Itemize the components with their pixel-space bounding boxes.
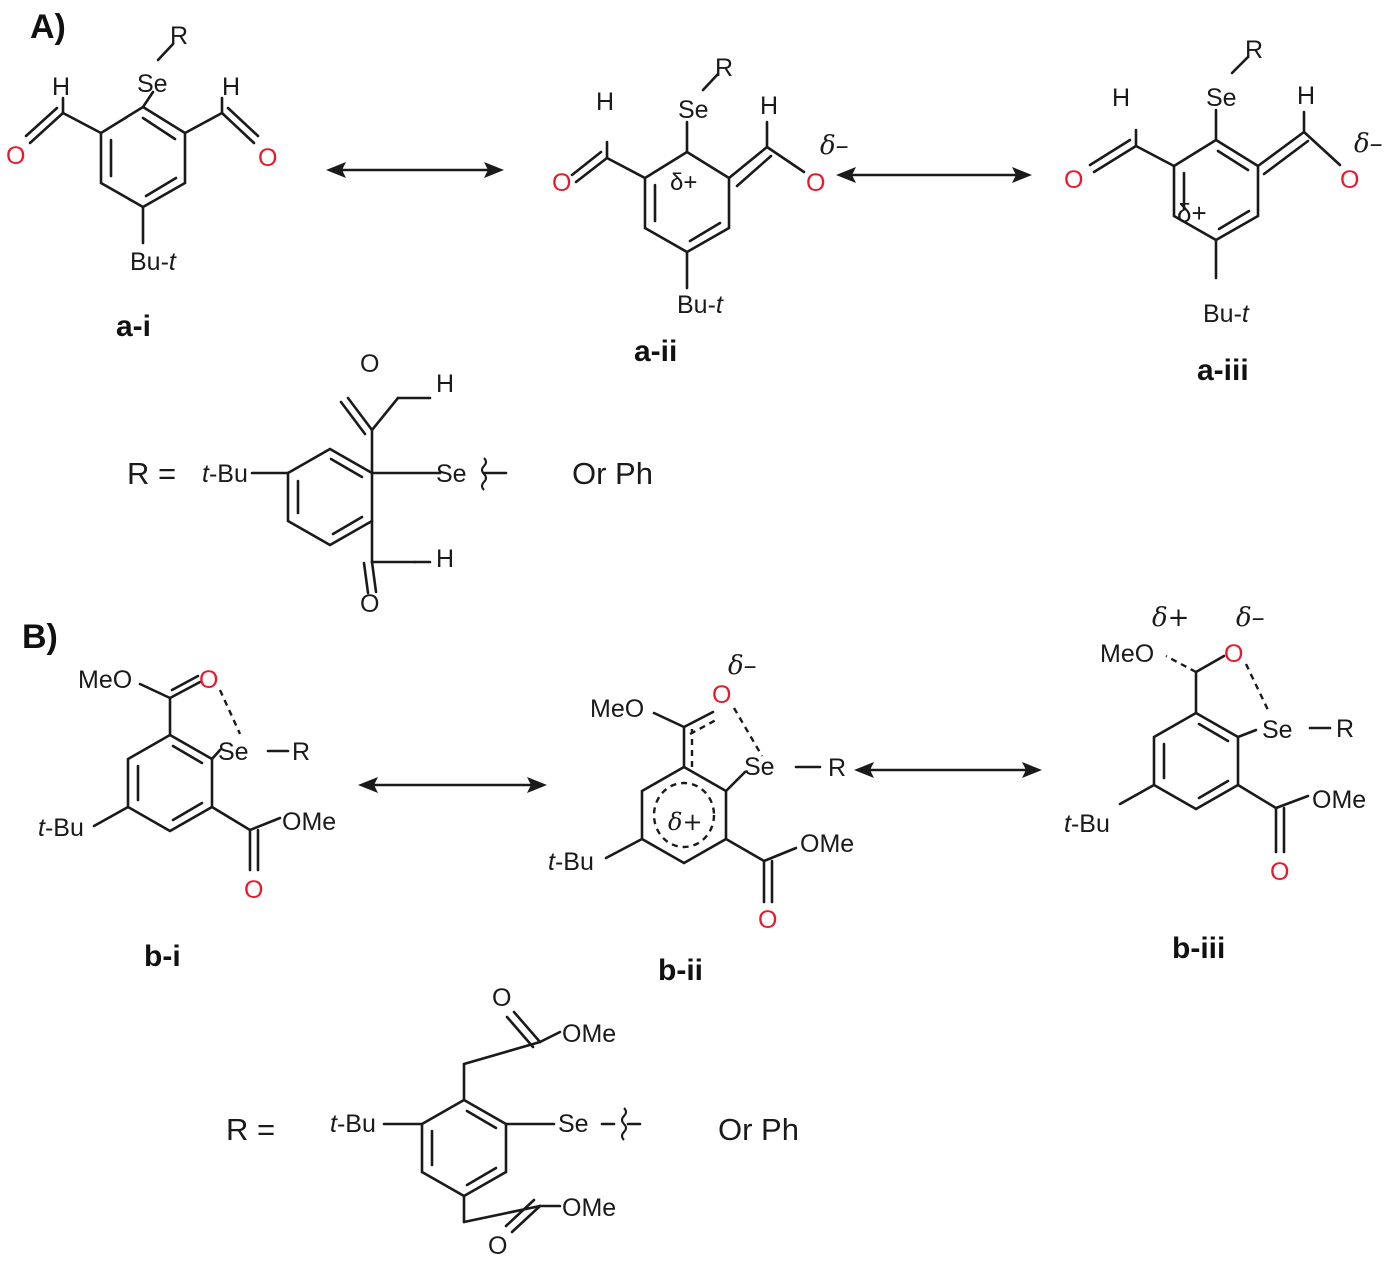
resonance-arrow [358, 777, 547, 793]
o-atom: O [806, 169, 825, 197]
se-atom: Se [436, 460, 467, 488]
ome-group: OMe [562, 1194, 616, 1222]
structure-b-ii: MeO O δ– Se R δ+ OMe O t-Bu [548, 651, 854, 934]
se-atom: Se [137, 70, 168, 98]
o-atom: O [360, 590, 379, 618]
o-atom: O [360, 350, 379, 378]
o-atom: O [758, 906, 777, 934]
structure-b-iii: MeO O δ+ δ– Se R OMe O t-Bu [1064, 603, 1366, 886]
ome-group: OMe [562, 1020, 616, 1048]
se-atom: Se [218, 738, 249, 766]
ome-group: OMe [800, 830, 854, 858]
h-atom: H [1297, 82, 1315, 110]
r-atom: R [1336, 715, 1354, 743]
label-a-ii: a-ii [634, 335, 677, 368]
meo-group: MeO [590, 695, 644, 723]
h-atom: H [436, 370, 454, 398]
o-atom: O [712, 681, 731, 709]
delta-minus: δ– [1236, 603, 1265, 633]
label-b-i: b-i [144, 940, 181, 973]
section-b-label: B) [22, 618, 58, 656]
tbu-group: t-Bu [1064, 810, 1110, 838]
meo-group: MeO [78, 666, 132, 694]
section-a-label: A) [30, 8, 66, 46]
label-a-iii: a-iii [1197, 354, 1249, 387]
resonance-arrow [854, 762, 1042, 778]
tbu-group: t-Bu [548, 848, 594, 876]
label-b-ii: b-ii [658, 954, 703, 987]
se-atom: Se [1262, 716, 1293, 744]
label-a-i: a-i [116, 310, 151, 343]
tbu-group: t-Bu [202, 460, 248, 488]
delta-minus: δ– [820, 131, 849, 161]
tbu-group: Bu-t [130, 248, 177, 276]
o-atom: O [244, 876, 263, 904]
o-atom: O [6, 142, 25, 170]
h-atom: H [436, 545, 454, 573]
tbu-group: Bu-t [677, 291, 724, 319]
r-atom: R [715, 54, 733, 82]
structure-a-ii: Se R H O H O δ– δ+ Bu-t [552, 54, 849, 319]
h-atom: H [1112, 84, 1130, 112]
o-atom: O [199, 666, 218, 694]
label-b-iii: b-iii [1172, 932, 1225, 965]
r-atom: R [828, 754, 846, 782]
r-atom: R [292, 738, 310, 766]
delta-minus: δ– [728, 651, 757, 681]
resonance-arrow [326, 162, 504, 178]
meo-group: MeO [1100, 640, 1154, 668]
structure-b-i: MeO O Se R OMe O t-Bu [38, 666, 336, 904]
o-atom: O [1340, 166, 1359, 194]
r-definition-b: R = t-Bu OMe O Se OMe O Or Ph [226, 984, 799, 1260]
or-ph: Or Ph [718, 1112, 799, 1147]
o-atom: O [258, 144, 277, 172]
h-atom: H [52, 73, 70, 101]
tbu-group: t-Bu [330, 1110, 376, 1138]
o-atom: O [1224, 640, 1243, 668]
se-atom: Se [678, 96, 709, 124]
r-equals: R = [127, 456, 176, 491]
h-atom: H [760, 92, 778, 120]
or-ph: Or Ph [572, 456, 653, 491]
tbu-group: Bu-t [1203, 300, 1250, 328]
se-atom: Se [1206, 84, 1237, 112]
r-atom: R [170, 22, 188, 50]
structure-a-iii: Se R H O H O δ– δ+ Bu-t [1064, 36, 1383, 328]
h-atom: H [596, 88, 614, 116]
structure-a-i: Se R H O H O Bu-t [6, 22, 277, 276]
o-atom: O [552, 169, 571, 197]
o-atom: O [492, 984, 511, 1012]
r-atom: R [1245, 36, 1263, 64]
h-atom: H [222, 73, 240, 101]
delta-plus: δ+ [1152, 603, 1189, 633]
delta-plus: δ+ [670, 169, 697, 196]
o-atom: O [1064, 166, 1083, 194]
r-equals: R = [226, 1112, 275, 1147]
ome-group: OMe [282, 808, 336, 836]
o-atom: O [488, 1232, 507, 1260]
tbu-group: t-Bu [38, 814, 84, 842]
resonance-arrow [836, 167, 1032, 183]
delta-plus: δ+ [1177, 198, 1207, 228]
se-atom: Se [744, 753, 775, 781]
delta-minus: δ– [1354, 129, 1383, 159]
r-definition-a: R = t-Bu O H Se O H Or Ph [127, 350, 653, 618]
ome-group: OMe [1312, 786, 1366, 814]
delta-plus: δ+ [668, 808, 703, 836]
se-atom: Se [558, 1110, 589, 1138]
o-atom: O [1270, 858, 1289, 886]
